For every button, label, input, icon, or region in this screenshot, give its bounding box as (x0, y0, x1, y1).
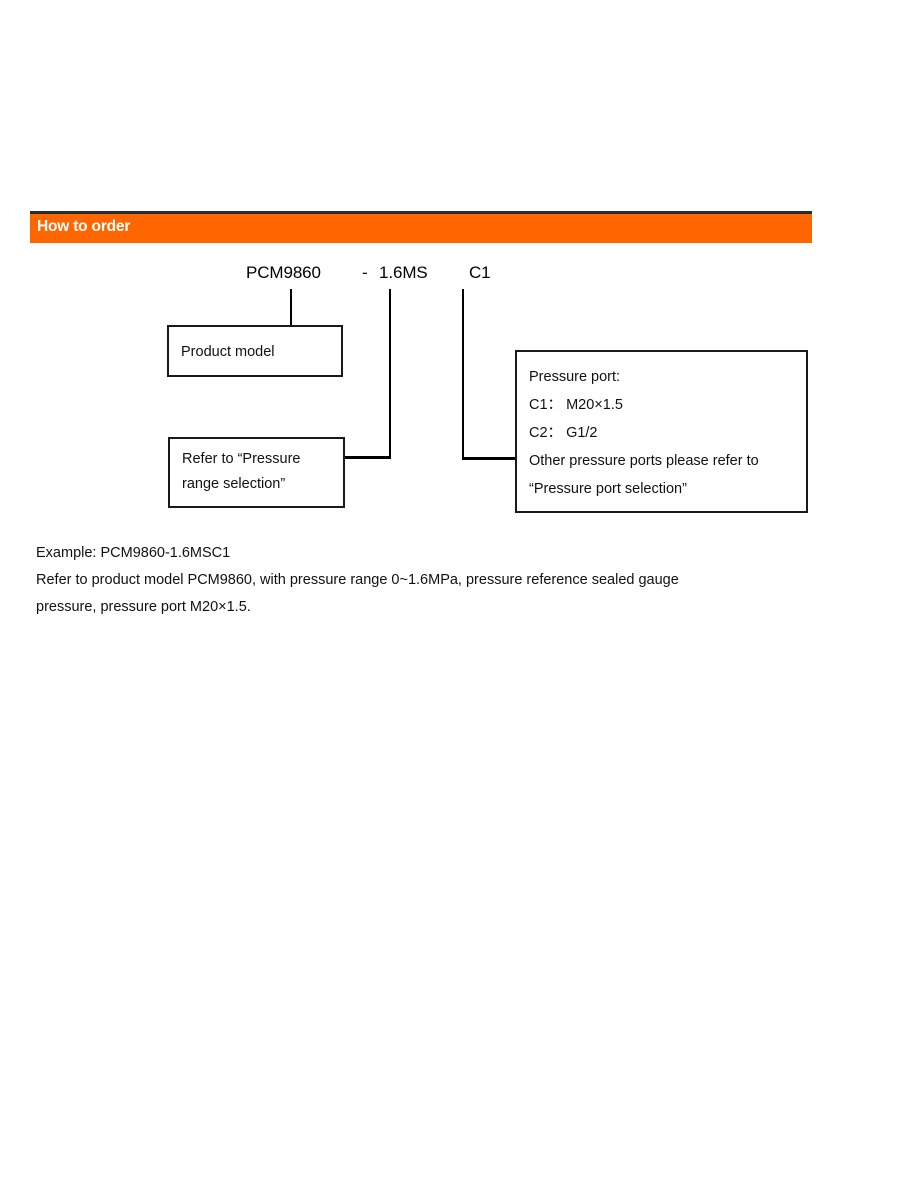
model-code-range: 1.6MS (379, 263, 428, 282)
model-code-product: PCM9860 (246, 263, 321, 282)
section-header-how-to-order: How to order (30, 211, 812, 243)
callout-text-line: “Pressure port selection” (529, 481, 687, 497)
model-code-port: C1 (469, 263, 491, 282)
header-top-rule (30, 211, 812, 214)
example-line-description-2: pressure, pressure port M20×1.5. (36, 599, 251, 615)
connector-line-port-horizontal (462, 457, 516, 460)
callout-text-line: Pressure port: (529, 369, 621, 385)
connector-line-port-vertical (462, 289, 464, 460)
callout-text-line: Refer to “Pressure (182, 451, 301, 467)
connector-line-range-vertical (389, 289, 391, 459)
callout-text-line: range selection” (182, 476, 286, 492)
header-orange-bar: How to order (30, 214, 812, 243)
callout-box-product-model: Product model (167, 325, 343, 377)
model-code-line: PCM9860 - 1.6MS C1 (0, 263, 902, 289)
callout-box-pressure-port: Pressure port: C1： M20×1.5 C2： G1/2 Othe… (515, 350, 808, 513)
callout-text-line: C1： M20×1.5 (529, 397, 623, 413)
callout-box-range-selection: Refer to “Pressure range selection” (168, 437, 345, 508)
example-paragraph: Example: PCM9860-1.6MSC1 Refer to produc… (36, 540, 836, 621)
model-code-separator: - (362, 263, 368, 282)
section-title: How to order (37, 218, 131, 235)
callout-text-line: C2： G1/2 (529, 425, 598, 441)
connector-line-range-horizontal (344, 456, 391, 459)
callout-text-line: Other pressure ports please refer to (529, 453, 759, 469)
example-line-description-1: Refer to product model PCM9860, with pre… (36, 572, 679, 588)
example-line-heading: Example: PCM9860-1.6MSC1 (36, 545, 231, 561)
callout-text-line: Product model (181, 344, 275, 360)
connector-line-product-model (290, 289, 292, 326)
